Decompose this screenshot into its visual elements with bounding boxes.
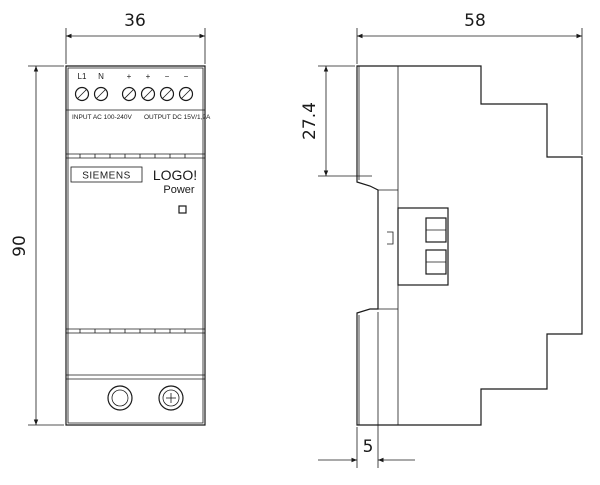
terminal-label-plus-1: + xyxy=(127,72,132,81)
upper-vent-slots xyxy=(79,154,186,158)
dimension-label-offset: 5 xyxy=(363,437,374,457)
status-led xyxy=(178,205,187,214)
input-rating-label: INPUT AC 100-240V xyxy=(72,114,133,121)
terminal-label-minus-1: − xyxy=(165,72,170,81)
terminal-label-n: N xyxy=(98,72,104,81)
lower-vent-slots xyxy=(79,329,186,333)
product-name-line1: LOGO! xyxy=(153,167,197,183)
dimension-label-depth: 58 xyxy=(464,11,486,31)
bottom-terminal-left xyxy=(107,385,133,411)
screw-terminals xyxy=(74,86,194,102)
dimension-front-width: 36 xyxy=(65,11,206,64)
dimension-label-terminal-height: 27.4 xyxy=(300,102,320,140)
terminal-label-minus-2: − xyxy=(184,72,189,81)
dimension-label-width: 36 xyxy=(124,11,146,31)
terminal-screw-plus-1 xyxy=(121,86,137,102)
output-rating-label: OUTPUT DC 15V/1,9A xyxy=(144,114,211,121)
terminal-label-plus-2: + xyxy=(146,72,151,81)
din-rail-clip xyxy=(397,207,449,286)
dimension-front-height: 90 xyxy=(10,65,64,426)
dimension-side-offset: 5 xyxy=(318,312,415,468)
terminal-screw-minus-2 xyxy=(178,86,194,102)
brand-box xyxy=(70,166,143,183)
dimension-side-depth: 58 xyxy=(356,11,583,155)
terminal-label-l1: L1 xyxy=(78,72,87,81)
dimension-label-height: 90 xyxy=(10,235,30,257)
brand-label: SIEMENS xyxy=(82,171,131,182)
terminal-screw-l1 xyxy=(74,86,90,102)
front-view: L1 N + + − − INPUT AC 100-240V OUTPUT DC… xyxy=(65,65,211,426)
dimension-terminal-height: 27.4 xyxy=(300,65,372,177)
terminal-screw-n xyxy=(93,86,109,102)
side-view xyxy=(356,65,583,426)
product-name-line2: Power xyxy=(163,184,195,196)
terminal-screw-minus-1 xyxy=(159,86,175,102)
terminal-screw-plus-2 xyxy=(140,86,156,102)
bottom-terminal-right xyxy=(158,385,184,411)
